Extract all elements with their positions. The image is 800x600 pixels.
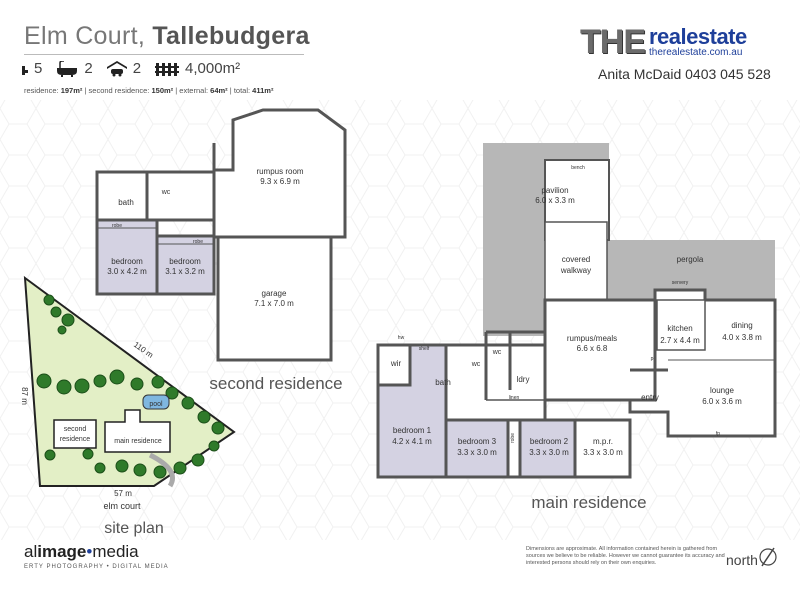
site-trees xyxy=(36,294,225,479)
main-footprint-label: main residence xyxy=(114,438,162,445)
pantry-label: p xyxy=(651,356,654,362)
fence-icon xyxy=(155,62,180,76)
mpr-size: 3.3 x 3.0 m xyxy=(583,448,623,457)
second-residence-labels: rumpus room 9.3 x 6.9 m bath wc robe rob… xyxy=(107,167,342,393)
disclaimer-text: Dimensions are approximate. All informat… xyxy=(526,546,725,566)
driveway xyxy=(148,452,175,488)
garage-size: 7.1 x 7.0 m xyxy=(254,299,294,308)
linen-label: linen xyxy=(509,395,520,401)
agency-logo: THE realestate therealestate.com.au xyxy=(580,23,747,61)
second-residence-footprint xyxy=(53,419,97,449)
rumpus-room-size: 9.3 x 6.9 m xyxy=(260,177,300,186)
robe-main-label: robe xyxy=(510,433,516,443)
kitchen-size: 2.7 x 4.4 m xyxy=(660,336,700,345)
site-plan-caption: site plan xyxy=(104,520,164,537)
pavilion-size: 6.0 x 3.3 m xyxy=(535,196,575,205)
bedroom-a-size: 3.0 x 4.2 m xyxy=(107,267,147,276)
pergola-label: pergola xyxy=(677,255,704,264)
photographer-tagline: ERTY PHOTOGRAPHY • DIGITAL MEDIA xyxy=(24,564,169,570)
bathtub-icon xyxy=(57,60,78,77)
floor-areas: residence: 197m² | second residence: 150… xyxy=(24,86,274,95)
wc-label: wc xyxy=(161,189,171,196)
pool-shape xyxy=(142,394,170,410)
main-residence-footprint xyxy=(104,409,171,453)
covered-walkway xyxy=(544,221,608,303)
walkway-label: walkway xyxy=(560,266,591,275)
bath-main-label: bath xyxy=(435,378,451,387)
kitchen-label: kitchen xyxy=(667,324,692,333)
bedroom-3-size: 3.3 x 3.0 m xyxy=(457,448,497,457)
second-footprint-label-2: residence xyxy=(60,436,90,443)
second-residence-caption: second residence xyxy=(209,374,342,393)
laundry-label: ldry xyxy=(517,375,530,384)
site-plan: 110 m 87 m 57 m elm court pool second re… xyxy=(20,275,236,537)
servery-label: servery xyxy=(672,280,689,286)
garage-label: garage xyxy=(262,289,287,298)
main-residence-labels: bench pavilion 6.0 x 3.3 m covered walkw… xyxy=(390,165,762,512)
robe-label: robe xyxy=(112,223,122,229)
listing-title: Elm Court, Tallebudgera xyxy=(24,22,310,51)
bedroom-1-label: bedroom 1 xyxy=(393,426,432,435)
land-stat: 4,000m² xyxy=(155,60,240,77)
logo-the: THE xyxy=(580,23,646,61)
entry-label: entry xyxy=(641,393,659,402)
pavilion-label: pavilion xyxy=(541,186,568,195)
rumpus-meals-size: 6.6 x 6.8 xyxy=(577,344,608,353)
street-name: Elm Court, xyxy=(24,22,146,50)
second-footprint-label: second xyxy=(64,426,87,433)
logo-url: therealestate.com.au xyxy=(649,47,743,58)
bedroom-b-size: 3.1 x 3.2 m xyxy=(165,267,205,276)
bedroom-1-size: 4.2 x 4.1 m xyxy=(392,437,432,446)
wir-label: wir xyxy=(390,359,402,368)
bedroom-2-size: 3.3 x 3.0 m xyxy=(529,448,569,457)
bench-label: bench xyxy=(571,165,585,171)
logo-realestate: realestate xyxy=(649,24,747,49)
lounge-label: lounge xyxy=(710,386,735,395)
dim-left-label: 87 m xyxy=(20,387,29,405)
covered-label: covered xyxy=(562,255,590,264)
wc-main-label-2: wc xyxy=(492,349,502,356)
bed-icon xyxy=(22,65,28,75)
dining-label: dining xyxy=(731,321,752,330)
robe-label-2: robe xyxy=(193,239,203,245)
bathroom-stat: 2 xyxy=(56,60,93,77)
fireplace-label: fp xyxy=(716,431,720,437)
hot-water-label: hw xyxy=(398,335,405,341)
pool-label: pool xyxy=(149,401,163,408)
bedroom-3-label: bedroom 3 xyxy=(458,437,497,446)
bedroom-2-label: bedroom 2 xyxy=(530,437,569,446)
bath-label: bath xyxy=(118,198,134,207)
dim-bottom-label: 57 m xyxy=(114,489,132,498)
mpr-label: m.p.r. xyxy=(593,437,613,446)
north-arrow-icon xyxy=(759,547,777,567)
second-residence-plan xyxy=(95,108,347,362)
bedroom-a-label: bedroom xyxy=(111,257,143,266)
main-residence-plan xyxy=(376,143,777,479)
title-divider xyxy=(24,54,304,55)
dining-size: 4.0 x 3.8 m xyxy=(722,333,762,342)
property-stats: 5 2 2 4,000m² xyxy=(22,60,240,77)
photographer-brand: alimage•media xyxy=(24,542,139,561)
garage-stat: 2 xyxy=(106,60,141,77)
north-label: north xyxy=(726,552,758,568)
street-label: elm court xyxy=(103,501,141,511)
bedroom-stat: 5 xyxy=(22,60,42,77)
rumpus-room-label: rumpus room xyxy=(256,167,303,176)
agent-contact: Anita McDaid 0403 045 528 xyxy=(598,66,771,82)
main-residence-caption: main residence xyxy=(531,493,646,512)
bedroom-b-label: bedroom xyxy=(169,257,201,266)
garage-icon xyxy=(106,60,127,76)
shelf-label: shelf xyxy=(419,346,430,352)
lounge-size: 6.0 x 3.6 m xyxy=(702,397,742,406)
wc-main-label: wc xyxy=(471,361,481,368)
suburb-name: Tallebudgera xyxy=(152,22,310,50)
rumpus-meals-label: rumpus/meals xyxy=(567,334,617,343)
